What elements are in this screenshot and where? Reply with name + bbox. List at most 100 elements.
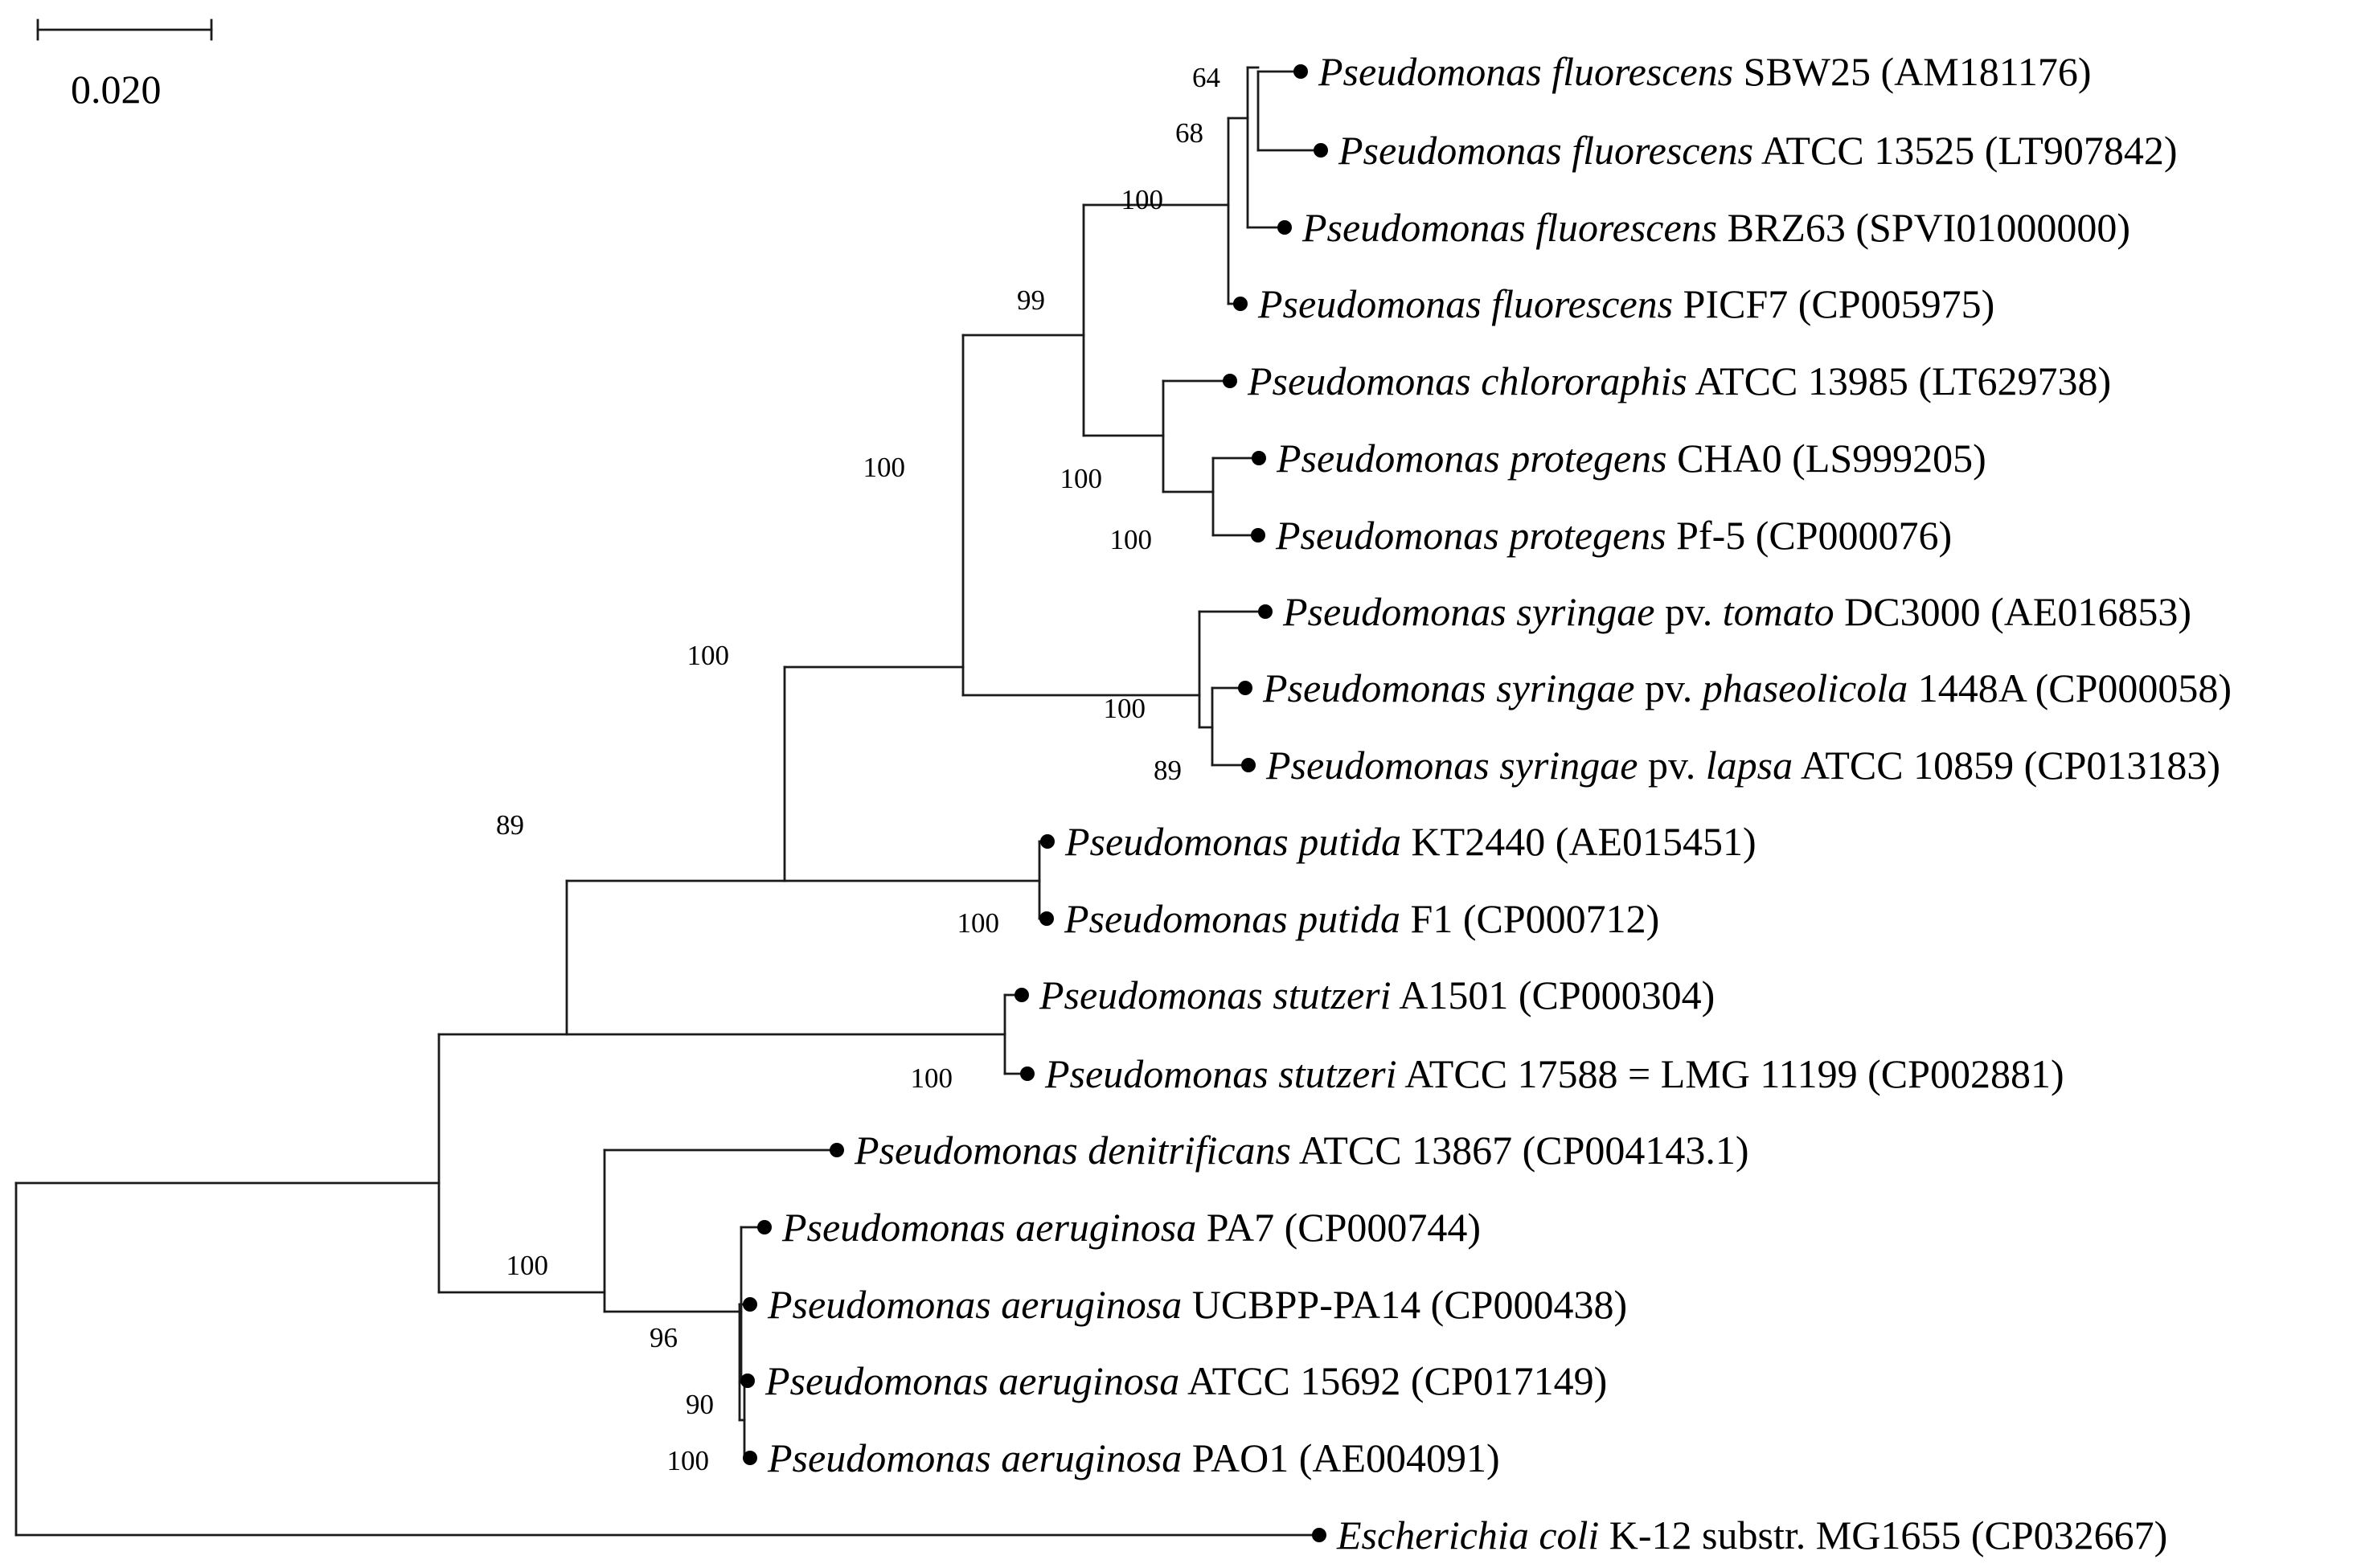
species-name: Pseudomonas aeruginosa — [767, 1282, 1182, 1327]
leaf-node-dot — [1293, 64, 1308, 79]
leaf-node-dot — [1258, 604, 1273, 619]
scale-bar-label: 0.020 — [71, 67, 162, 112]
taxon-label: Pseudomonas denitrificans ATCC 13867 (CP… — [854, 1128, 1749, 1173]
strain-accession: pv. — [1634, 665, 1702, 710]
strain-accession: ATCC 17588 = LMG 11199 (CP002881) — [1397, 1051, 2064, 1096]
taxon-label: Pseudomonas aeruginosa ATCC 15692 (CP017… — [764, 1358, 1607, 1403]
leaf-node-dot — [1015, 988, 1029, 1002]
taxon-label: Pseudomonas syringae pv. phaseolicola 14… — [1262, 665, 2232, 710]
strain-accession: ATCC 13525 (LT907842) — [1753, 128, 2177, 173]
leaf-node-dot — [740, 1374, 755, 1388]
bootstrap-value: 100 — [863, 452, 906, 483]
strain-accession: K-12 substr. MG1655 (CP032667) — [1599, 1513, 2167, 1558]
species-name: Pseudomonas fluorescens — [1301, 205, 1717, 250]
species-name: Pseudomonas fluorescens — [1318, 49, 1733, 94]
bootstrap-value: 100 — [911, 1062, 953, 1094]
strain-accession: ATCC 13985 (LT629738) — [1687, 358, 2111, 403]
leaf-node-dot — [743, 1297, 757, 1312]
species-name: Pseudomonas denitrificans — [854, 1128, 1291, 1173]
taxon-label: Pseudomonas aeruginosa UCBPP-PA14 (CP000… — [767, 1282, 1627, 1327]
species-name: Pseudomonas syringae — [1282, 589, 1654, 634]
bootstrap-value: 64 — [1192, 62, 1220, 93]
taxon-label: Pseudomonas fluorescens PICF7 (CP005975) — [1257, 281, 1994, 326]
leaf-node-dot — [1252, 451, 1266, 465]
species-name: Pseudomonas protegens — [1275, 513, 1666, 558]
strain-accession: KT2440 (AE015451) — [1401, 819, 1756, 864]
leaf-node-dot — [1233, 297, 1248, 311]
bootstrap-value: 68 — [1175, 117, 1203, 149]
taxon-label: Pseudomonas fluorescens SBW25 (AM181176) — [1318, 49, 2092, 94]
bootstrap-value: 100 — [1104, 693, 1146, 724]
leaf-node-dot — [1314, 143, 1328, 158]
bootstrap-value: 99 — [1017, 285, 1045, 316]
bootstrap-value: 90 — [686, 1389, 714, 1420]
bootstrap-value: 100 — [957, 907, 1000, 939]
leaf-node-dot — [1223, 374, 1237, 388]
leaf-node-dot — [1312, 1528, 1326, 1542]
tree-leaves: Pseudomonas fluorescens SBW25 (AM181176)… — [740, 49, 2232, 1558]
bootstrap-value: 100 — [506, 1250, 549, 1281]
strain-accession: 1448A (CP000058) — [1908, 665, 2232, 710]
strain-accession: ATCC 15692 (CP017149) — [1179, 1358, 1607, 1403]
strain-accession: PAO1 (AE004091) — [1182, 1435, 1499, 1480]
strain-accession: pv. — [1638, 743, 1705, 788]
taxon-label: Pseudomonas putida KT2440 (AE015451) — [1064, 819, 1756, 864]
leaf-node-dot — [1277, 220, 1292, 235]
species-name: Pseudomonas fluorescens — [1338, 128, 1753, 173]
bootstrap-value: 96 — [650, 1322, 678, 1353]
bootstrap-value: 100 — [1060, 463, 1103, 494]
leaf-node-dot — [743, 1451, 757, 1465]
bootstrap-value: 89 — [1154, 755, 1182, 786]
strain-accession: BRZ63 (SPVI01000000) — [1717, 205, 2130, 250]
species-name: Pseudomonas aeruginosa — [764, 1358, 1179, 1403]
taxon-label: Pseudomonas aeruginosa PA7 (CP000744) — [781, 1205, 1481, 1250]
strain-accession: ATCC 13867 (CP004143.1) — [1291, 1128, 1749, 1173]
strain-accession: A1501 (CP000304) — [1392, 972, 1715, 1017]
leaf-node-dot — [1040, 834, 1055, 849]
species-name: Pseudomonas stutzeri — [1044, 1051, 1397, 1096]
taxon-label: Pseudomonas fluorescens ATCC 13525 (LT90… — [1338, 128, 2177, 173]
species-name: Pseudomonas stutzeri — [1039, 972, 1392, 1017]
bootstrap-value: 100 — [1110, 524, 1153, 555]
species-name: Pseudomonas protegens — [1276, 436, 1667, 481]
strain-accession: SBW25 (AM181176) — [1733, 49, 2091, 94]
species-name: Pseudomonas syringae — [1265, 743, 1638, 788]
strain-accession: F1 (CP000712) — [1400, 896, 1659, 941]
bootstrap-value: 100 — [687, 640, 730, 671]
species-name: Pseudomonas aeruginosa — [767, 1435, 1182, 1480]
leaf-node-dot — [1039, 911, 1054, 926]
taxon-label: Pseudomonas chlororaphis ATCC 13985 (LT6… — [1247, 358, 2111, 403]
leaf-node-dot — [830, 1143, 844, 1157]
species-name: Pseudomonas putida — [1064, 896, 1400, 941]
leaf-node-dot — [1251, 528, 1265, 542]
species-name: Escherichia coli — [1336, 1513, 1599, 1558]
species-name: phaseolicola — [1700, 665, 1908, 710]
taxon-label: Escherichia coli K-12 substr. MG1655 (CP… — [1336, 1513, 2167, 1558]
strain-accession: DC3000 (AE016853) — [1834, 589, 2191, 634]
taxon-label: Pseudomonas protegens Pf-5 (CP000076) — [1275, 513, 1952, 558]
strain-accession: pv. — [1654, 589, 1722, 634]
taxon-label: Pseudomonas syringae pv. tomato DC3000 (… — [1282, 589, 2191, 634]
taxon-label: Pseudomonas stutzeri A1501 (CP000304) — [1039, 972, 1715, 1017]
taxon-label: Pseudomonas putida F1 (CP000712) — [1064, 896, 1659, 941]
scale-bar: 0.020 — [36, 18, 213, 112]
bootstrap-value: 100 — [667, 1445, 710, 1476]
taxon-label: Pseudomonas protegens CHA0 (LS999205) — [1276, 436, 1986, 481]
strain-accession: Pf-5 (CP000076) — [1666, 513, 1953, 558]
bootstrap-value: 100 — [1121, 184, 1164, 215]
bootstrap-value: 89 — [496, 809, 524, 841]
strain-accession: PA7 (CP000744) — [1196, 1205, 1481, 1250]
strain-accession: CHA0 (LS999205) — [1667, 436, 1986, 481]
species-name: Pseudomonas aeruginosa — [781, 1205, 1196, 1250]
leaf-node-dot — [1238, 681, 1252, 695]
species-name: Pseudomonas fluorescens — [1257, 281, 1673, 326]
taxon-label: Pseudomonas stutzeri ATCC 17588 = LMG 11… — [1044, 1051, 2064, 1096]
strain-accession: UCBPP-PA14 (CP000438) — [1182, 1282, 1627, 1327]
species-name: Pseudomonas chlororaphis — [1247, 358, 1687, 403]
strain-accession: ATCC 10859 (CP013183) — [1793, 743, 2220, 788]
leaf-node-dot — [1020, 1066, 1035, 1081]
leaf-node-dot — [757, 1220, 772, 1234]
species-name: Pseudomonas putida — [1064, 819, 1401, 864]
